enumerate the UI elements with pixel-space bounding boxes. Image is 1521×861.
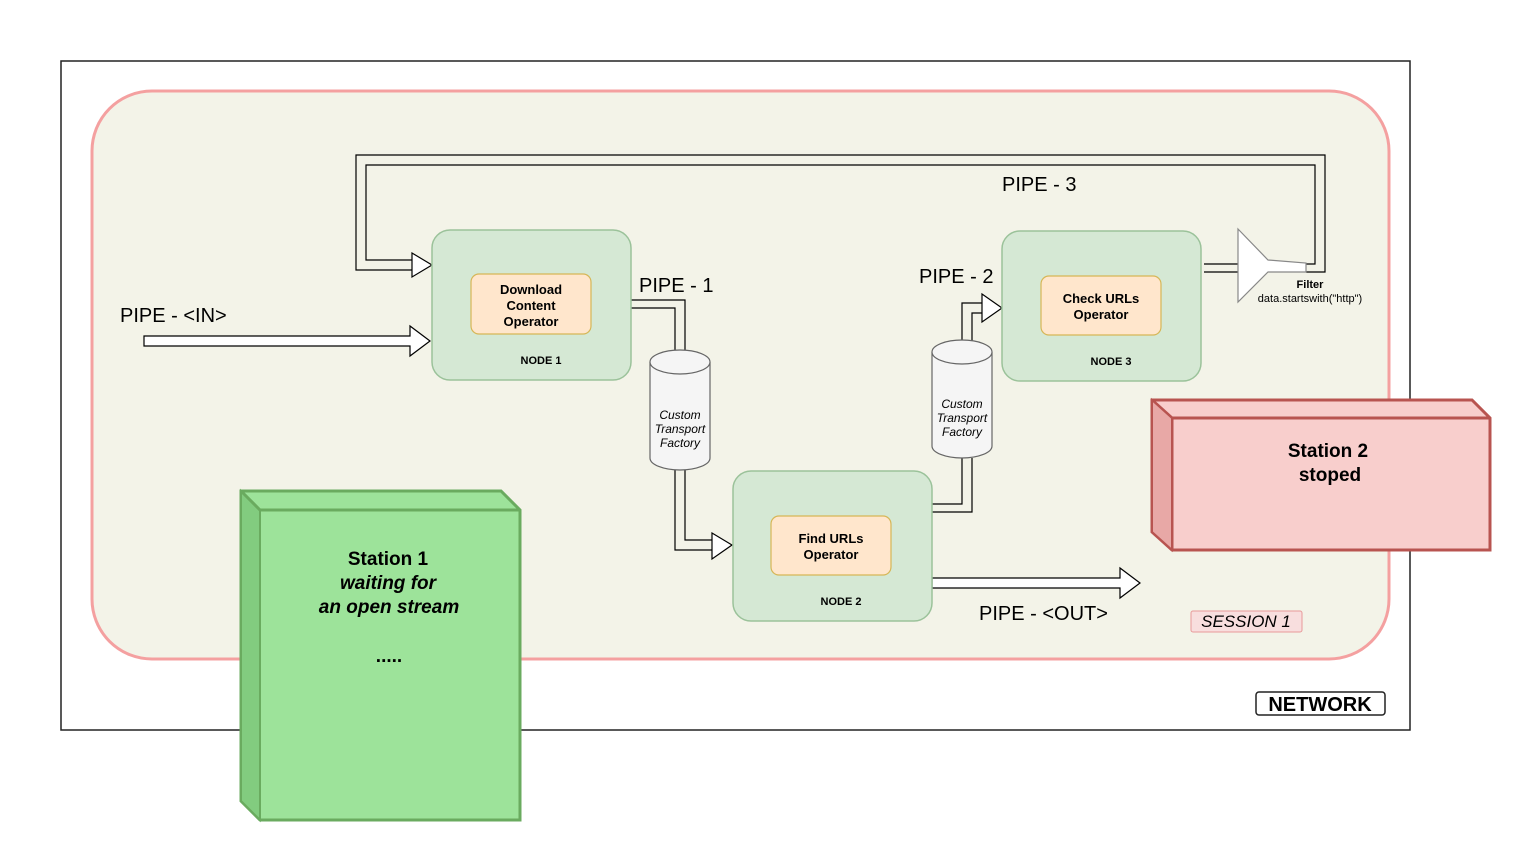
node-2[interactable]: Find URLs Operator NODE 2 [732,470,933,622]
transport-1-line-2: Transport [655,422,706,436]
network-label: NETWORK [1268,694,1372,716]
download-content-operator[interactable] [470,273,592,335]
pipe-in-arrow [143,324,431,358]
station-1[interactable]: Station 1 waiting for an open stream ...… [239,488,522,823]
session-label: SESSION 1 [1201,612,1291,631]
session-badge: SESSION 1 [1190,610,1303,633]
pipe-1-path [631,299,712,551]
filter-funnel-icon [1237,227,1307,304]
station-2-title: Station 2 [1288,441,1368,462]
station-2-status: stoped [1299,465,1361,486]
pipe-2-path [932,302,982,513]
pipe-out-label: PIPE - <OUT> [979,603,1108,625]
pipe-3-label: PIPE - 3 [1002,174,1076,196]
pipe-2-label: PIPE - 2 [919,266,993,288]
check-urls-operator[interactable] [1040,275,1162,336]
filter-title: Filter [1297,279,1325,291]
station-2[interactable]: Station 2 stoped [1150,397,1492,553]
transport-factory-2[interactable]: Custom Transport Factory [931,339,993,459]
node-1-operator-line-3: Operator [504,314,559,329]
find-urls-operator[interactable] [770,515,892,576]
transport-factory-1[interactable]: Custom Transport Factory [649,349,711,471]
transport-2-line-3: Factory [942,425,983,439]
filter-expression: data.startswith("http") [1258,293,1362,305]
transport-2-line-1: Custom [941,397,982,411]
network-badge: NETWORK [1255,691,1386,716]
transport-2-line-2: Transport [937,411,988,425]
transport-1-line-1: Custom [659,408,700,422]
pipe-2-arrowhead [981,292,1004,324]
node-1-label: NODE 1 [521,355,562,367]
node-1-operator-line-2: Content [506,298,556,313]
pipe-1-label: PIPE - 1 [639,275,713,297]
node-3-operator-line-2: Operator [1074,307,1129,322]
transport-1-line-3: Factory [660,436,701,450]
station-1-status-line-1: waiting for [340,573,438,594]
pipe-3-loop [355,154,1326,273]
node-3[interactable]: Check URLs Operator NODE 3 [1001,230,1202,382]
pipe-in-label: PIPE - <IN> [120,305,227,327]
pipe-out-arrow [931,566,1141,600]
node-2-operator-line-2: Operator [804,547,859,562]
pipe-3-arrowhead [411,251,434,279]
node-2-operator-line-1: Find URLs [799,531,864,546]
pipe-1-arrowhead [711,531,734,561]
node-2-label: NODE 2 [821,596,862,608]
node-3-label: NODE 3 [1091,356,1132,368]
node-1[interactable]: Download Content Operator NODE 1 [431,229,632,381]
node-3-operator-line-1: Check URLs [1063,291,1140,306]
station-1-status-line-2: an open stream [319,597,460,618]
node-1-operator-line-1: Download [500,282,562,297]
station-1-more: ..... [376,646,402,667]
station-1-title: Station 1 [348,549,429,570]
